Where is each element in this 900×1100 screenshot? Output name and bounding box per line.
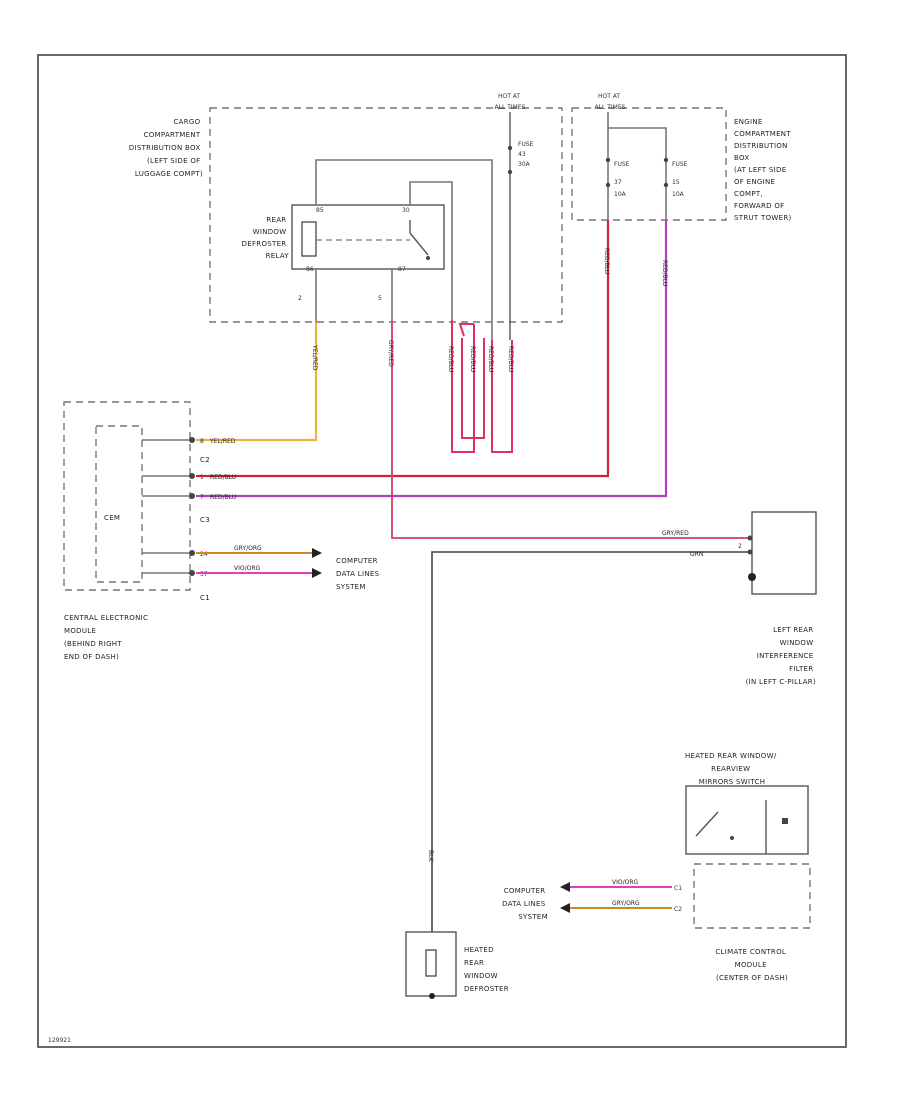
fuse-15-label: FUSE 15 10A xyxy=(672,161,689,198)
cargo-internal-wires xyxy=(315,159,493,340)
rear-window-defroster-relay: 85 30 86 87 2 5 REAR WINDOW DEFROSTER RE… xyxy=(242,204,445,302)
svg-text:RED/BLU: RED/BLU xyxy=(661,260,668,286)
svg-text:YEL/RED: YEL/RED xyxy=(209,438,236,445)
climate-control-module: C1 C2 VIO/ORG GRY/ORG COMPUTER DATA LINE… xyxy=(502,863,811,982)
svg-text:VIO/ORG: VIO/ORG xyxy=(612,879,639,886)
svg-text:GRY/RED: GRY/RED xyxy=(662,530,689,537)
svg-text:57: 57 xyxy=(200,571,208,578)
svg-text:BLK: BLK xyxy=(427,850,434,862)
svg-text:GRY/RED: GRY/RED xyxy=(387,340,394,367)
climate-label: CLIMATE CONTROL MODULE (CENTER OF DASH) xyxy=(715,948,788,982)
svg-text:7: 7 xyxy=(200,494,204,501)
relay-label: REAR WINDOW DEFROSTER RELAY xyxy=(242,216,290,260)
filter-label: LEFT REAR WINDOW INTERFERENCE FILTER (IN… xyxy=(746,626,816,686)
svg-text:C2: C2 xyxy=(674,906,682,913)
hot-label-2: HOT AT ALL TIMES xyxy=(595,93,626,111)
heated-rear-window-defroster: HEATED REAR WINDOW DEFROSTER xyxy=(405,931,509,999)
svg-text:C1: C1 xyxy=(200,594,210,602)
svg-text:86: 86 xyxy=(306,266,314,273)
svg-text:RED/BLU: RED/BLU xyxy=(469,346,476,372)
svg-text:RED/BLU: RED/BLU xyxy=(603,248,610,274)
svg-text:VIO/ORG: VIO/ORG xyxy=(234,565,261,572)
engine-distribution-box: HOT AT ALL TIMES FUSE 37 10A FUSE 15 10A… xyxy=(571,93,793,222)
defroster-label: HEATED REAR WINDOW DEFROSTER xyxy=(464,946,509,993)
svg-text:24: 24 xyxy=(200,551,208,558)
svg-text:C1: C1 xyxy=(674,885,682,892)
svg-text:30: 30 xyxy=(402,207,410,214)
computer-data-lines-2: COMPUTER DATA LINES SYSTEM xyxy=(502,887,548,921)
fuse-43-label: FUSE 43 30A xyxy=(518,141,535,168)
svg-text:2: 2 xyxy=(738,543,742,550)
cem-label: CEM xyxy=(104,514,120,522)
svg-text:2: 2 xyxy=(298,295,302,302)
svg-text:GRY/ORG: GRY/ORG xyxy=(234,545,262,552)
cargo-distribution-box: CARGO COMPARTMENT DISTRIBUTION BOX (LEFT… xyxy=(129,93,563,340)
switch-label: HEATED REAR WINDOW/ REARVIEW MIRRORS SWI… xyxy=(685,752,779,786)
diagram-border xyxy=(37,54,847,1048)
svg-text:RED/BLU: RED/BLU xyxy=(487,346,494,372)
svg-text:RED/BLU: RED/BLU xyxy=(210,494,236,501)
interference-filter: 2 LEFT REAR WINDOW INTERFERENCE FILTER (… xyxy=(738,511,817,686)
svg-text:YEL/RED: YEL/RED xyxy=(311,344,318,371)
central-electronic-module: CEM 8 1 7 24 57 C2 C3 C1 CENTRAL ELECTRO… xyxy=(63,401,210,661)
svg-text:RED/BLU: RED/BLU xyxy=(447,346,454,372)
svg-text:1: 1 xyxy=(200,474,204,481)
fuse-37-label: FUSE 37 10A xyxy=(614,161,631,198)
svg-text:C3: C3 xyxy=(200,516,210,524)
rear-window-switch: HEATED REAR WINDOW/ REARVIEW MIRRORS SWI… xyxy=(685,752,809,855)
diagram-id: 129921 xyxy=(48,1037,71,1044)
engine-box-label: ENGINE COMPARTMENT DISTRIBUTION BOX (AT … xyxy=(734,118,793,222)
svg-text:RED/BLU: RED/BLU xyxy=(507,346,514,372)
svg-text:5: 5 xyxy=(378,295,382,302)
hot-label-1: HOT AT ALL TIMES xyxy=(495,93,526,111)
svg-text:RED/BLU: RED/BLU xyxy=(210,474,236,481)
svg-text:GRN: GRN xyxy=(690,551,703,558)
svg-text:8: 8 xyxy=(200,438,204,445)
svg-text:85: 85 xyxy=(316,207,324,214)
colored-wires: YEL/RED YEL/RED RED/BLU RED/BLU RED/BLU … xyxy=(196,220,748,932)
cem-description: CENTRAL ELECTRONIC MODULE (BEHIND RIGHT … xyxy=(64,614,151,661)
svg-text:GRY/ORG: GRY/ORG xyxy=(612,900,640,907)
svg-text:87: 87 xyxy=(398,266,406,273)
svg-text:C2: C2 xyxy=(200,456,210,464)
cargo-box-label: CARGO COMPARTMENT DISTRIBUTION BOX (LEFT… xyxy=(129,118,203,178)
computer-data-lines-1: COMPUTER DATA LINES SYSTEM xyxy=(336,557,382,591)
cem-data-lines: GRY/ORG VIO/ORG COMPUTER DATA LINES SYST… xyxy=(196,545,382,591)
